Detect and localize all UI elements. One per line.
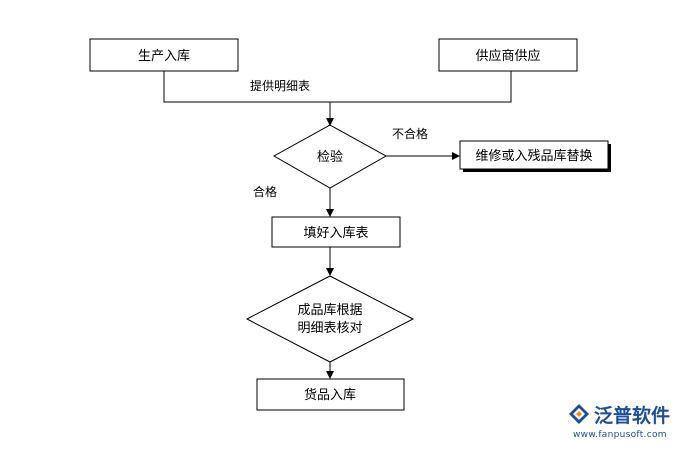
node-production-inbound-label: 生产入库 [138,48,190,64]
node-goods-inbound-label: 货品入库 [304,387,356,403]
label-provide-detail: 提供明细表 [250,78,310,93]
node-repair-or-defect-label: 维修或入残品库替换 [475,148,592,164]
node-check-line2: 明细表核对 [297,321,362,336]
node-check-line1: 成品库根据 [297,302,362,318]
fanpu-logo-url: www.fanpusoft.com [573,430,667,440]
label-unqualified: 不合格 [392,126,428,141]
fanpu-logo: 泛普软件 www.fanpusoft.com [569,404,670,440]
fanpu-logo-name: 泛普软件 [594,404,670,427]
node-goods-inbound [256,378,405,411]
connector-supplier-to-merge [330,71,512,103]
node-fill-inbound-form [271,216,401,248]
node-check-against-detail [245,275,415,363]
node-inspection-label: 检验 [317,149,343,165]
connectors [163,71,512,379]
node-supplier-supply-label: 供应商供应 [475,48,540,64]
node-repair-or-defect [459,140,609,170]
connector-production-to-merge [163,71,330,103]
node-supplier-supply [438,38,578,72]
node-inspection [272,124,388,189]
label-qualified: 合格 [253,184,277,199]
node-fill-inbound-form-label: 填好入库表 [303,225,368,241]
node-production-inbound [89,38,239,72]
fanpu-logo-icon [569,404,589,424]
